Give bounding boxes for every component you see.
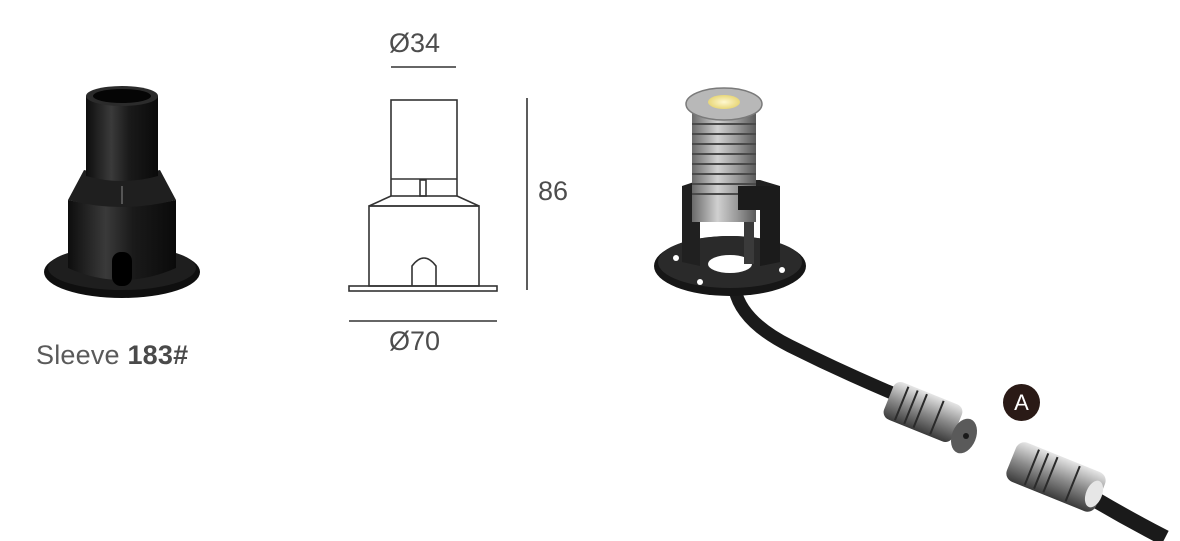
caption-prefix: Sleeve bbox=[36, 340, 120, 370]
drawing-shoulder bbox=[368, 195, 480, 207]
sleeve-photo bbox=[44, 86, 200, 298]
product-caption: Sleeve 183# bbox=[36, 340, 188, 371]
sleeve-slot bbox=[112, 252, 132, 286]
top-diameter-label: Ø34 bbox=[389, 28, 441, 58]
height-label: 86 bbox=[538, 176, 569, 206]
technical-drawing bbox=[348, 66, 528, 322]
luminaire-assembly bbox=[654, 87, 1169, 541]
drawing-flange bbox=[348, 285, 498, 292]
cable-connector-male bbox=[883, 382, 978, 454]
sleeve-neck bbox=[86, 96, 158, 181]
cable-connector-female bbox=[1006, 442, 1169, 541]
drawing-neck bbox=[390, 99, 458, 197]
caption-code: 183# bbox=[127, 340, 189, 370]
cable bbox=[728, 283, 911, 405]
bottom-diameter-label: Ø70 bbox=[389, 326, 441, 356]
drawing-slot bbox=[411, 257, 437, 286]
led-lens bbox=[708, 95, 740, 109]
sleeve-lower-body bbox=[68, 200, 176, 280]
drawing-body bbox=[368, 205, 480, 287]
connector-badge: A bbox=[1003, 384, 1040, 421]
